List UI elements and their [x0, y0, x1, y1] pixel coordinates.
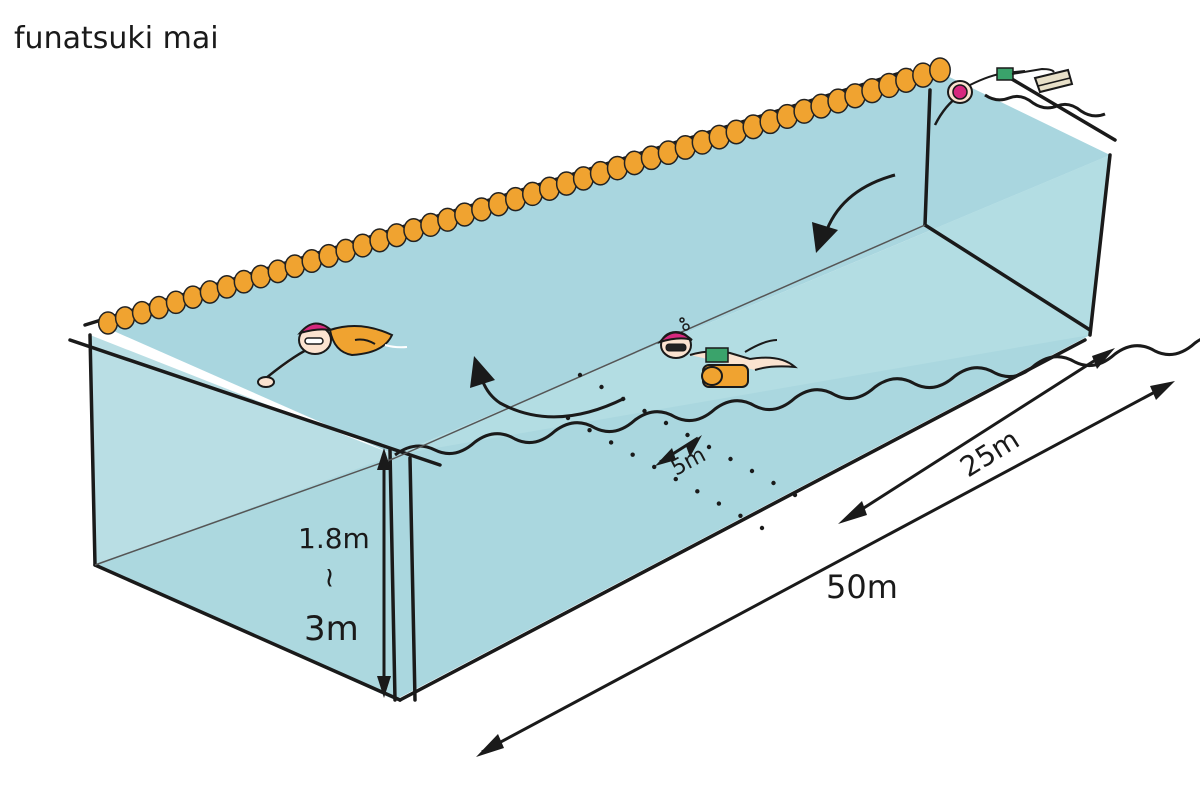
marker-dot [695, 489, 700, 494]
swimmer-diving-icon [933, 67, 1055, 126]
marker-dot [642, 408, 647, 414]
marker-dot [738, 513, 743, 518]
turn-arrow-top [812, 173, 896, 253]
marker-dot [771, 480, 776, 486]
rope-float [403, 217, 425, 243]
rope-float [420, 212, 442, 238]
marker-dot [792, 492, 798, 498]
marker-dot [673, 476, 678, 482]
rope-float [233, 269, 255, 294]
swimmer-kickboard-icon [257, 322, 408, 388]
rope-float [369, 228, 391, 253]
turn-arrow-bottom [470, 356, 626, 419]
rope-float [352, 233, 374, 258]
marker-dot [728, 456, 733, 462]
lane-rope [97, 57, 951, 335]
rope-float [131, 300, 153, 325]
marker-dot [630, 452, 635, 457]
rope-float [216, 274, 238, 299]
rope-float [929, 57, 951, 83]
rope-float [148, 295, 170, 320]
marker-dot [685, 432, 690, 438]
rope-float [318, 243, 340, 268]
marker-dot [608, 440, 614, 445]
marker-dot [587, 428, 592, 433]
water-wave-back [984, 93, 1106, 118]
half-length-label: 25m [954, 423, 1025, 484]
starting-block-icon [1033, 68, 1074, 94]
full-length-label: 50m [826, 568, 898, 606]
depth-tilde-label: ~ [314, 566, 347, 589]
marker-dot [663, 420, 669, 426]
marker-dot [577, 372, 583, 378]
marker-dot [759, 525, 765, 531]
depth-bottom-label: 3m [304, 609, 359, 649]
length-50m: 50m [476, 381, 1175, 757]
rope-float [284, 254, 306, 279]
marker-dot [706, 444, 712, 450]
rope-float [267, 259, 289, 284]
rope-float [250, 264, 272, 289]
marker-dot [749, 468, 755, 474]
marker-dot [716, 501, 722, 506]
pool-floor [95, 335, 1090, 700]
depth-indicator: 1.8m ~ 3m [298, 448, 391, 698]
water-wave-front [394, 337, 1200, 457]
rope-float [97, 311, 119, 335]
rope-float [335, 238, 357, 263]
rope-float [114, 306, 136, 330]
marker-dot [599, 384, 604, 390]
rope-float [199, 280, 221, 304]
signature-text: funatsuki mai [14, 21, 219, 56]
rope-float [165, 290, 187, 315]
water-surface [100, 70, 1110, 455]
pool-body [68, 68, 1200, 702]
rope-float [386, 223, 408, 248]
depth-top-label: 1.8m [298, 522, 370, 555]
swimmer-underwater-icon [657, 317, 798, 388]
rope-float [182, 285, 204, 310]
rope-float [301, 249, 323, 274]
